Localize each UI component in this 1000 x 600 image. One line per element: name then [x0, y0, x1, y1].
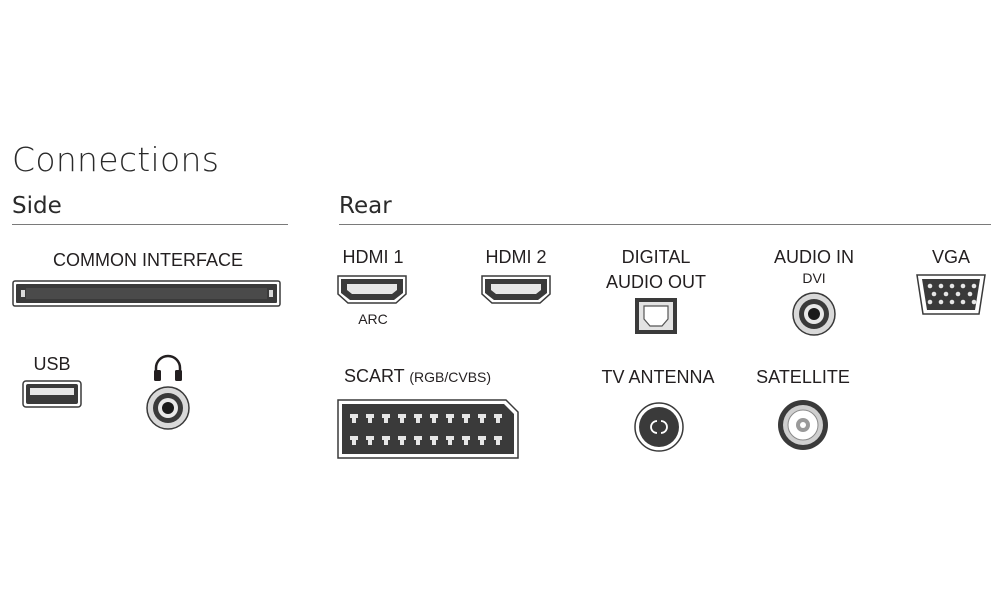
vga-pin	[971, 283, 977, 289]
scart-pin	[462, 414, 470, 423]
scart-pin	[478, 436, 486, 445]
vga-pin	[927, 283, 933, 289]
scart-pin	[446, 414, 454, 423]
audio-in-dvi-label: DVI	[802, 270, 826, 286]
satellite-port	[778, 400, 828, 450]
hdmi1-arc-label: ARC	[358, 311, 388, 327]
vga-pin	[938, 283, 944, 289]
scart-pin	[398, 414, 406, 423]
vga-pin	[971, 299, 977, 305]
vga-pin	[949, 283, 955, 289]
scart-pin	[414, 414, 422, 423]
hdmi1-port	[337, 275, 407, 304]
vga-pin	[960, 299, 966, 305]
vga-port	[916, 274, 986, 315]
scart-pin	[350, 414, 358, 423]
common-interface-label: COMMON INTERFACE	[52, 250, 243, 270]
audio-in-label: AUDIO IN	[773, 247, 854, 267]
usb-port	[22, 380, 82, 408]
scart-pin	[494, 414, 502, 423]
vga-pin	[949, 299, 955, 305]
usb-label: USB	[33, 354, 71, 374]
digital-audio-out-label-line1: DIGITAL	[621, 247, 691, 267]
side-divider	[12, 224, 288, 225]
satellite-label: SATELLITE	[756, 367, 850, 387]
scart-name: SCART	[344, 366, 405, 386]
scart-pin	[462, 436, 470, 445]
scart-pin	[446, 436, 454, 445]
vga-pin	[960, 283, 966, 289]
tv-antenna-label: TV ANTENNA	[601, 367, 715, 387]
section-side-heading: Side	[12, 193, 62, 219]
vga-pin	[943, 291, 949, 297]
tv-antenna-port	[634, 402, 684, 452]
scart-pin	[366, 414, 374, 423]
vga-pin	[927, 299, 933, 305]
section-rear-heading: Rear	[339, 193, 392, 219]
scart-pin	[398, 436, 406, 445]
scart-pin	[350, 436, 358, 445]
hdmi2-label: HDMI 2	[485, 247, 547, 267]
vga-label: VGA	[931, 247, 970, 267]
audio-in-jack	[792, 292, 836, 336]
scart-pin	[382, 414, 390, 423]
headphone-icon	[154, 354, 182, 381]
vga-pin	[938, 299, 944, 305]
rear-divider	[339, 224, 991, 225]
scart-port	[337, 399, 519, 459]
scart-pin	[414, 436, 422, 445]
scart-pin	[430, 436, 438, 445]
scart-pin	[494, 436, 502, 445]
scart-sub-label: (RGB/CVBS)	[409, 369, 492, 385]
headphone-jack	[146, 386, 190, 430]
digital-audio-out-port	[635, 298, 677, 334]
vga-pin	[931, 291, 937, 297]
vga-pin	[967, 291, 973, 297]
scart-pin	[382, 436, 390, 445]
common-interface-slot	[12, 280, 281, 307]
vga-pin	[955, 291, 961, 297]
digital-audio-out-label-line2: AUDIO OUT	[605, 272, 706, 292]
scart-label: SCART (RGB/CVBS)	[344, 364, 491, 389]
hdmi1-label: HDMI 1	[342, 247, 404, 267]
scart-pin	[366, 436, 374, 445]
scart-pin	[478, 414, 486, 423]
scart-pin	[430, 414, 438, 423]
hdmi2-port	[481, 275, 551, 304]
page-title: Connections	[12, 140, 220, 179]
